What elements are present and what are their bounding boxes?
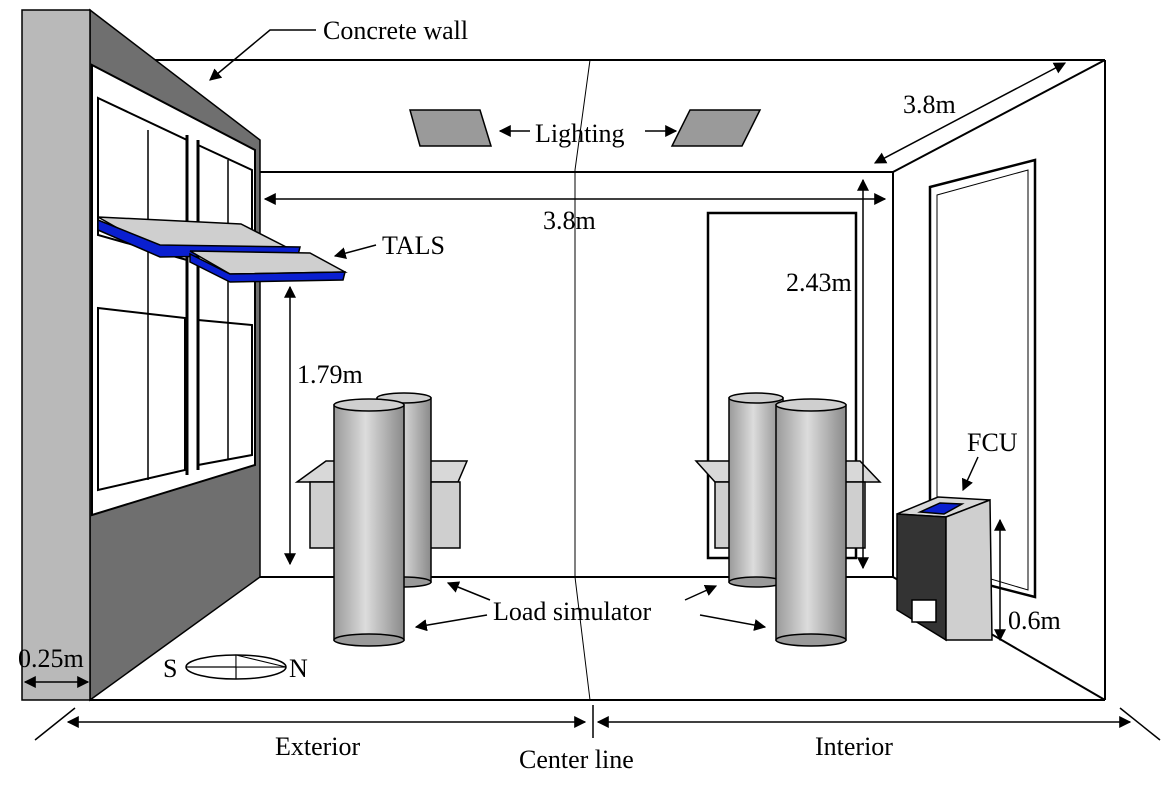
- dimension-lines: [23, 62, 1161, 741]
- lighting-label: Lighting: [535, 119, 625, 148]
- wall-thickness-label: 0.25m: [18, 644, 84, 673]
- cylinder-right-back: [728, 392, 784, 588]
- exterior-label: Exterior: [275, 732, 361, 761]
- compass-south-label: S: [163, 654, 177, 683]
- ceiling-height-label: 2.43m: [786, 268, 852, 297]
- fcu-height-label: 0.6m: [1008, 606, 1061, 635]
- tals-panels: [97, 216, 348, 283]
- center-line-label: Center line: [519, 745, 634, 774]
- tals-label: TALS: [382, 231, 445, 260]
- interior-label: Interior: [815, 732, 893, 761]
- tals-height-label: 1.79m: [297, 360, 363, 389]
- cylinder-left-front: [333, 398, 405, 647]
- concrete-wall-label: Concrete wall: [323, 16, 468, 45]
- leader-arrows: [209, 29, 979, 632]
- compass-north-label: N: [289, 654, 308, 683]
- fcu-unit: [896, 496, 993, 642]
- load-simulator-label: Load simulator: [493, 597, 651, 626]
- lighting-fixtures: [409, 109, 762, 147]
- load-simulator-cylinders: [333, 392, 847, 647]
- center-line: [574, 59, 591, 701]
- width-dimension-label: 3.8m: [543, 206, 596, 235]
- compass-icon: S N: [163, 654, 308, 683]
- fcu-label: FCU: [967, 428, 1018, 457]
- cylinder-right-front: [775, 398, 847, 647]
- depth-dimension-label: 3.8m: [903, 90, 956, 119]
